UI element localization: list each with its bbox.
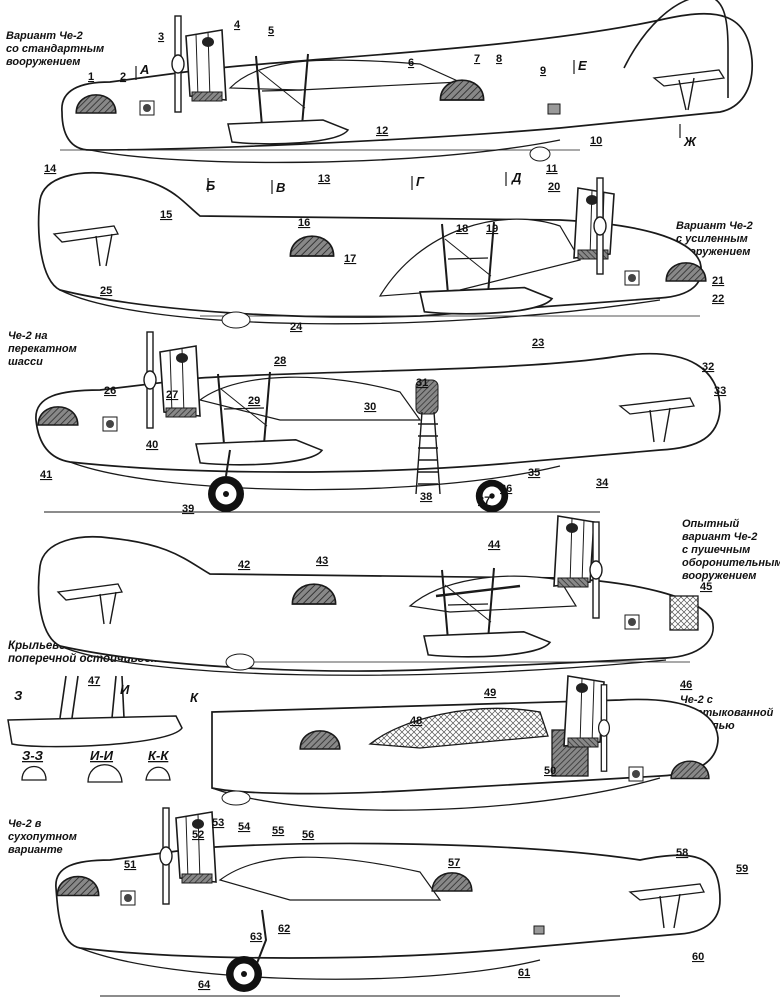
view-detached-wing [211, 675, 719, 811]
section-mark: Г [416, 174, 425, 189]
callout-11: 11 [546, 163, 558, 175]
callout-30: 30 [364, 401, 376, 413]
caption-standard-armament: Вариант Че-2 со стандартным вооружением [6, 30, 105, 68]
caption-rolling-chassis: Че-2 на перекатном шасси [8, 330, 77, 368]
callout-12: 12 [376, 125, 388, 137]
section-mark: К [190, 690, 199, 705]
callout-50: 50 [544, 765, 556, 777]
callout-20: 20 [548, 181, 560, 193]
callout-13: 13 [318, 173, 330, 185]
callout-34: 34 [596, 477, 609, 489]
view-cannon-variant [37, 515, 714, 676]
cross-section-label: З-З [22, 748, 44, 763]
callout-53: 53 [212, 817, 224, 829]
callout-3: 3 [158, 31, 164, 43]
callout-9: 9 [540, 65, 546, 77]
view-reinforced-armament [37, 172, 707, 329]
callout-14: 14 [44, 163, 57, 175]
callout-23: 23 [532, 337, 544, 349]
callout-64: 64 [198, 979, 211, 991]
callout-24: 24 [290, 321, 303, 333]
section-mark: А [139, 62, 149, 77]
callout-37: 37 [478, 495, 490, 507]
section-mark: Ж [683, 134, 697, 149]
view-rolling-chassis [35, 331, 721, 513]
callout-10: 10 [590, 135, 602, 147]
callout-8: 8 [496, 53, 502, 65]
callout-6: 6 [408, 57, 414, 69]
callout-28: 28 [274, 355, 286, 367]
section-mark: И [120, 682, 130, 697]
callout-2: 2 [120, 71, 126, 83]
callout-54: 54 [238, 821, 251, 833]
callout-43: 43 [316, 555, 328, 567]
callout-58: 58 [676, 847, 688, 859]
callout-57: 57 [448, 857, 460, 869]
callout-26: 26 [104, 385, 116, 397]
callout-51: 51 [124, 859, 136, 871]
caption-cannon-variant: Опытный вариант Че-2 с пушечным оборонит… [682, 518, 780, 582]
callout-61: 61 [518, 967, 530, 979]
callout-18: 18 [456, 223, 468, 235]
callout-35: 35 [528, 467, 540, 479]
wing-float-detail [7, 675, 183, 783]
callout-45: 45 [700, 581, 712, 593]
callout-48: 48 [410, 715, 422, 727]
callout-1: 1 [88, 71, 94, 83]
callout-63: 63 [250, 931, 262, 943]
callout-29: 29 [248, 395, 260, 407]
cross-section-label: К-К [148, 748, 169, 763]
section-mark: З [14, 688, 23, 703]
cross-section-labels: З-З И-И К-К [22, 748, 169, 763]
callout-27: 27 [166, 389, 178, 401]
callout-5: 5 [268, 25, 274, 37]
callout-19: 19 [486, 223, 498, 235]
callout-4: 4 [234, 19, 241, 31]
callout-46: 46 [680, 679, 692, 691]
callout-33: 33 [714, 385, 726, 397]
callout-25: 25 [100, 285, 112, 297]
callout-56: 56 [302, 829, 314, 841]
callout-21: 21 [712, 275, 724, 287]
callout-31: 31 [416, 377, 428, 389]
callout-47: 47 [88, 675, 100, 687]
callout-60: 60 [692, 951, 704, 963]
callout-38: 38 [420, 491, 432, 503]
view-standard-armament [60, 0, 753, 164]
callout-15: 15 [160, 209, 172, 221]
callout-52: 52 [192, 829, 204, 841]
view-land-variant [55, 807, 721, 997]
callout-59: 59 [736, 863, 748, 875]
callout-17: 17 [344, 253, 356, 265]
callout-7: 7 [474, 53, 480, 65]
callout-44: 44 [488, 539, 501, 551]
section-mark: Б [206, 178, 215, 193]
callout-16: 16 [298, 217, 310, 229]
callout-62: 62 [278, 923, 290, 935]
cross-section-label: И-И [90, 748, 114, 763]
caption-land-variant: Че-2 в сухопутном варианте [8, 818, 77, 856]
callout-39: 39 [182, 503, 194, 515]
callout-49: 49 [484, 687, 496, 699]
section-marks: А Б В Г Д Е Ж З И К [14, 58, 697, 705]
section-mark: Д [511, 170, 522, 185]
callout-22: 22 [712, 293, 724, 305]
callout-41: 41 [40, 469, 52, 481]
section-mark: Е [578, 58, 587, 73]
callout-32: 32 [702, 361, 714, 373]
section-mark: В [276, 180, 285, 195]
callout-55: 55 [272, 825, 284, 837]
callout-42: 42 [238, 559, 250, 571]
callout-40: 40 [146, 439, 158, 451]
callout-36: 36 [500, 483, 512, 495]
